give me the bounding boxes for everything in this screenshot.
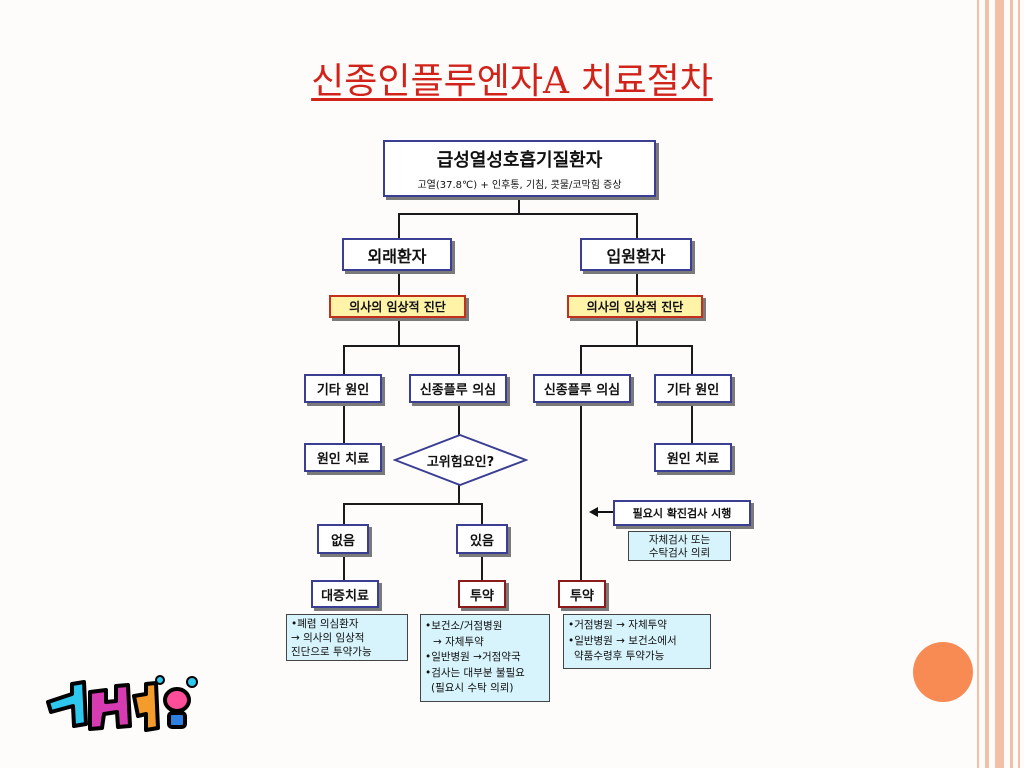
- symptomatic-note: •폐렴 의심환자 → 의사의 임상적 진단으로 투약가능: [286, 614, 408, 661]
- connector: [398, 213, 400, 239]
- acute-patient-title: 급성열성호흡기질환자: [436, 150, 603, 171]
- connector: [481, 503, 483, 525]
- cause-treatment-left: 원인 치료: [304, 443, 382, 472]
- border-line: [1010, 0, 1013, 768]
- connector: [343, 503, 483, 505]
- medication-left-box: 투약: [458, 580, 506, 608]
- medication-right-box: 투약: [558, 580, 606, 608]
- connector: [580, 345, 693, 347]
- connector: [343, 345, 345, 375]
- clinical-diagnosis-left: 의사의 임상적 진단: [329, 295, 466, 318]
- kkaebi-logo: [46, 675, 198, 732]
- none-box: 없음: [317, 524, 369, 554]
- note-line: •일반병원 →거점약국: [425, 651, 521, 663]
- outpatient-box: 외래환자: [342, 238, 452, 271]
- connector: [580, 345, 582, 375]
- clinical-diagnosis-right: 의사의 임상적 진단: [567, 295, 703, 318]
- note-line: 진단으로 투약가능: [291, 646, 372, 658]
- medication-left-note: •보건소/거점병원 → 자체투약 •일반병원 →거점약국 •검사는 대부분 불필…: [420, 614, 550, 702]
- confirm-test-box: 필요시 확진검사 시행: [613, 500, 751, 526]
- note-line: •보건소/거점병원: [425, 620, 503, 632]
- high-risk-decision: 고위험요인?: [393, 434, 528, 486]
- note-line: •폐렴 의심환자: [291, 618, 359, 630]
- medication-right-note: •거점병원 → 자체투약 •일반병원 → 보건소에서 약품수령후 투약가능: [563, 614, 711, 669]
- connector: [343, 402, 345, 444]
- border-line: [985, 0, 989, 768]
- connector: [580, 402, 582, 581]
- border-line: [977, 0, 979, 768]
- symptomatic-treatment-box: 대증치료: [311, 580, 379, 608]
- flu-suspect-left: 신종플루 의심: [409, 374, 507, 403]
- note-line: 자체검사 또는: [648, 534, 711, 546]
- connector: [458, 402, 460, 436]
- connector: [636, 318, 638, 346]
- connector: [398, 318, 400, 346]
- border-line: [1018, 0, 1020, 768]
- border-line: [995, 0, 1004, 768]
- connector: [518, 196, 520, 214]
- note-line: •검사는 대부분 불필요: [425, 666, 525, 679]
- acute-patient-box: 급성열성호흡기질환자 고열(37.8℃) + 인후통, 기침, 콧물/코막힘 증…: [383, 140, 656, 197]
- confirm-test-note: 자체검사 또는 수탁검사 의뢰: [628, 531, 731, 561]
- connector: [398, 213, 638, 215]
- connector: [343, 503, 345, 525]
- other-cause-left: 기타 원인: [304, 374, 382, 403]
- connector: [458, 484, 460, 504]
- other-cause-right: 기타 원인: [654, 374, 732, 403]
- high-risk-label: 고위험요인?: [426, 454, 495, 470]
- note-line: •거점병원 → 자체투약: [568, 619, 667, 631]
- flu-suspect-right: 신종플루 의심: [533, 374, 631, 403]
- acute-patient-symptoms: 고열(37.8℃) + 인후통, 기침, 콧물/코막힘 증상: [417, 180, 622, 191]
- connector: [481, 553, 483, 581]
- connector: [343, 553, 345, 581]
- accent-circle: [913, 642, 973, 702]
- connector: [691, 402, 693, 444]
- note-line: → 의사의 임상적: [291, 632, 365, 644]
- cause-treatment-right: 원인 치료: [654, 443, 732, 472]
- note-line: 약품수령후 투약가능: [574, 650, 665, 662]
- connector: [636, 213, 638, 239]
- connector: [636, 270, 638, 296]
- inpatient-box: 입원환자: [580, 238, 692, 271]
- note-line: → 자체투약: [433, 635, 484, 648]
- slide-title: 신종인플루엔자A 치료절차: [311, 61, 713, 102]
- note-line: (필요시 수탁 의뢰): [431, 682, 514, 694]
- note-line: •일반병원 → 보건소에서: [568, 634, 677, 647]
- connector: [691, 345, 693, 375]
- present-box: 있음: [456, 524, 508, 554]
- note-line: 수탁검사 의뢰: [648, 547, 711, 559]
- connector: [458, 345, 460, 375]
- connector: [343, 345, 460, 347]
- diamond-shape: [393, 434, 528, 486]
- arrow-left-icon: [589, 507, 615, 517]
- connector: [398, 270, 400, 296]
